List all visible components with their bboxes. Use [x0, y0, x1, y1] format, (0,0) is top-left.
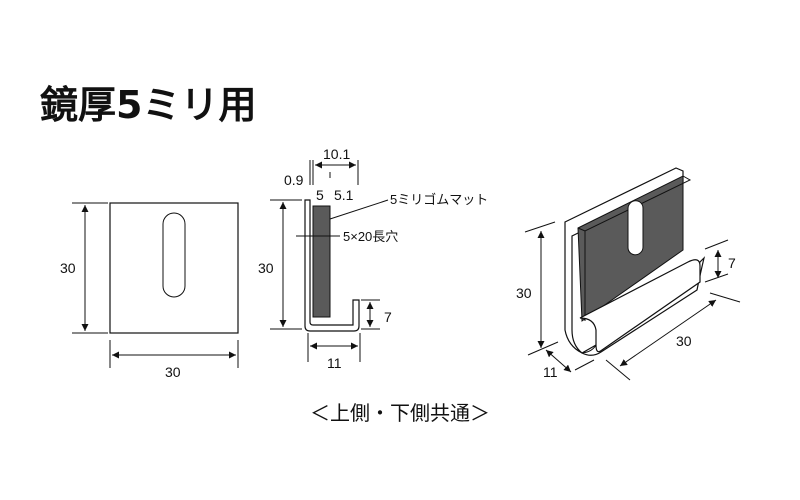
front-view: 30 30 [60, 202, 239, 380]
iso-height-label: 30 [516, 285, 532, 301]
mat-label: 5ミリゴムマット [390, 192, 488, 207]
plate-thickness-label: 0.9 [284, 172, 304, 188]
slot-hole [162, 212, 186, 298]
slot-label: 5×20長穴 [343, 229, 398, 244]
iso-lip-label: 7 [728, 255, 736, 271]
iso-depth-label: 11 [543, 364, 558, 380]
bracket-face [109, 202, 239, 334]
side-view: 30 10.1 0.9 5 5.1 5ミリゴムマット 5×20長穴 7 11 [258, 146, 488, 371]
lip-height-label: 7 [384, 309, 392, 325]
front-height-label: 30 [60, 260, 76, 276]
bracket-profile [304, 199, 360, 332]
side-height-label: 30 [258, 260, 274, 276]
iso-view: 30 7 30 11 [516, 167, 741, 381]
page-title: 鏡厚5ミリ用 [40, 83, 256, 127]
iso-length-label: 30 [676, 333, 692, 349]
top-dim-label: 10.1 [323, 146, 350, 162]
gap-label: 5.1 [334, 187, 354, 203]
caption: ＜上側・下側共通＞ [310, 402, 490, 425]
front-width-label: 30 [165, 364, 181, 380]
mat-thickness-label: 5 [316, 187, 324, 203]
depth-label: 11 [327, 355, 342, 371]
rubber-mat [312, 205, 331, 318]
